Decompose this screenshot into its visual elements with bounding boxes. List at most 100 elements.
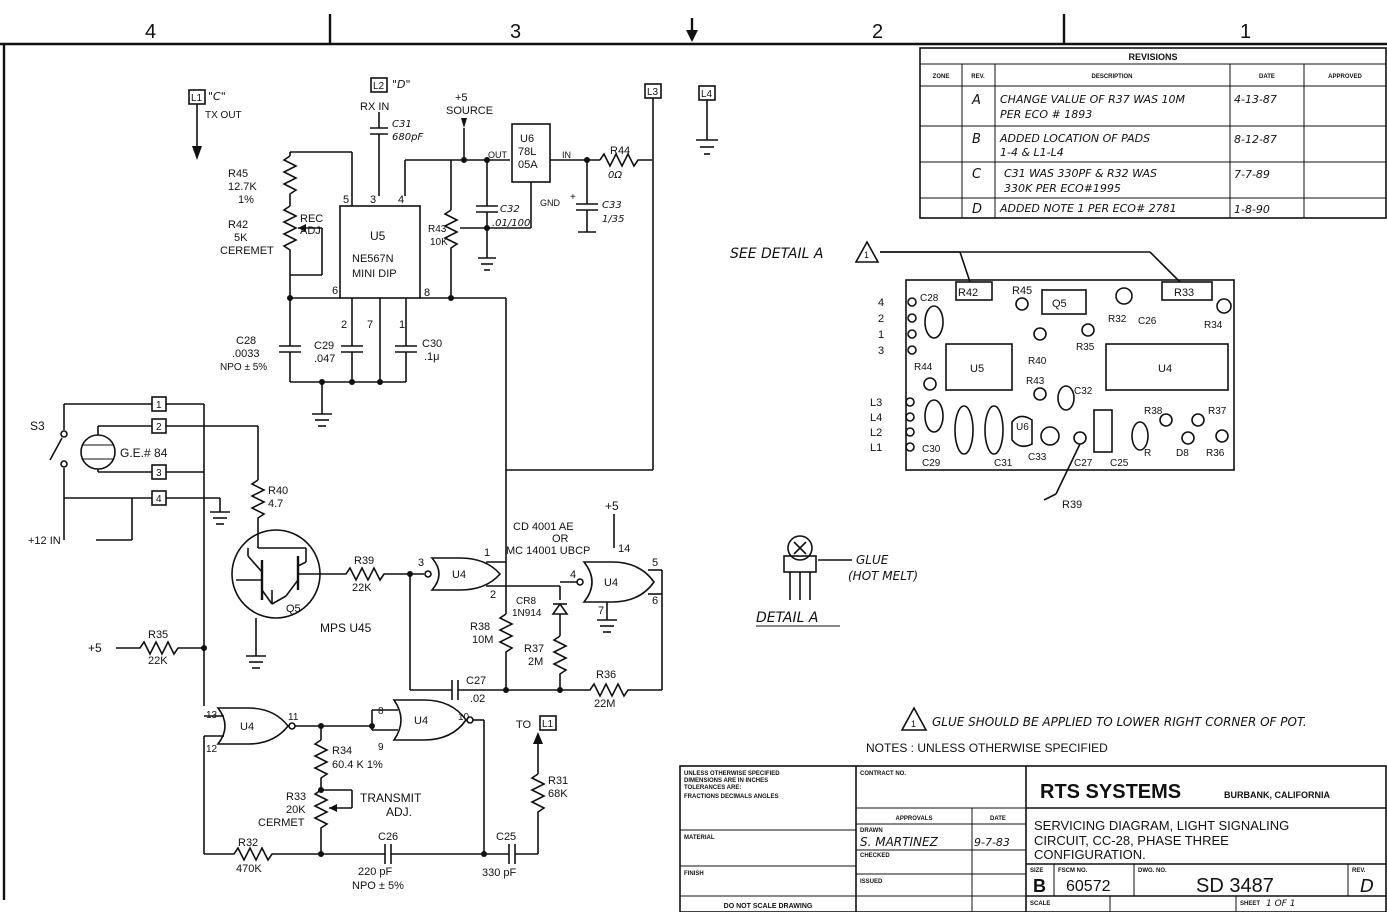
c27: C27 .02 <box>451 675 560 705</box>
pad-label-l4: L4 <box>870 412 882 424</box>
r34-value: 60.4 K 1% <box>332 759 383 771</box>
part-r36: R36 <box>1206 448 1225 459</box>
part-r34: R34 <box>1204 320 1223 331</box>
g4-label: U4 <box>414 715 428 727</box>
rev-c-letter: C <box>972 167 982 182</box>
company-name: RTS SYSTEMS <box>1040 781 1181 803</box>
u5-type2: MINI DIP <box>352 268 397 280</box>
l4-box-label: L4 <box>701 89 713 100</box>
r35-label: R35 <box>148 629 168 641</box>
r42-type: CEREMET <box>220 245 274 257</box>
c33: + C33 1/35 <box>570 160 624 233</box>
cd4001-2: OR <box>552 533 569 545</box>
u5-pin4: 4 <box>398 194 404 206</box>
c31-label: C31 <box>392 119 412 130</box>
r31-value: 68K <box>548 788 568 800</box>
c27-value: .02 <box>470 693 485 705</box>
approvals-date-header: DATE <box>990 816 1006 822</box>
r38: R38 10M <box>470 560 514 693</box>
rev-header-date: DATE <box>1259 74 1275 80</box>
scale-label: SCALE <box>1030 901 1050 907</box>
u5-type1: NE567N <box>352 253 394 265</box>
g2-pin14: 14 <box>618 543 630 555</box>
part-u4: U4 <box>1158 363 1172 375</box>
see-detail-a: SEE DETAIL A <box>730 246 823 262</box>
transmit-adj: ADJ. <box>386 805 412 819</box>
u5-pin8: 8 <box>424 287 430 299</box>
c29-label: C29 <box>314 340 334 352</box>
pad-label-2: 2 <box>878 313 884 325</box>
c28: C28 .0033 NPO ± 5% <box>220 298 301 382</box>
r35-value: 22K <box>148 655 168 667</box>
part-r: R <box>1144 448 1151 459</box>
part-r32: R32 <box>1108 314 1127 325</box>
g3-pin11: 11 <box>288 712 299 723</box>
c29-value: .047 <box>314 353 335 365</box>
drawn-label: DRAWN <box>860 828 883 834</box>
tol-line-4: FRACTIONS DECIMALS ANGLES <box>684 794 778 800</box>
u4-gate-a: 3 U4 1 2 <box>418 547 561 601</box>
g1-pin1: 1 <box>484 547 490 559</box>
see-detail-flag: 1 <box>864 250 869 260</box>
r44: R44 0Ω <box>584 145 652 181</box>
r34: R34 60.4 K 1% <box>313 726 383 790</box>
fscm-label: FSCM NO. <box>1058 868 1088 874</box>
cr8-label: CR8 <box>516 596 536 607</box>
r33-type: CERMET <box>258 817 305 829</box>
rev-c-date: 7-7-89 <box>1234 168 1270 181</box>
glue-label: GLUE <box>856 553 889 567</box>
u6-type2: 05A <box>518 159 538 171</box>
r33-label: R33 <box>286 791 306 803</box>
r31-label: R31 <box>548 775 568 787</box>
to-l1-box: L1 <box>542 719 554 730</box>
plus5-r35: +5 <box>88 641 102 655</box>
l3-box-label: L3 <box>647 87 659 98</box>
part-c33: C33 <box>1028 452 1047 463</box>
g2-pin5: 5 <box>652 557 658 569</box>
c26-tol: NPO ± 5% <box>352 880 404 892</box>
revisions-table: REVISIONS ZONE REV. DESCRIPTION DATE APP… <box>919 47 1387 219</box>
r45-tol: 1% <box>238 194 254 206</box>
c26-label: C26 <box>378 831 398 843</box>
r42-label: R42 <box>228 219 248 231</box>
c33-plus: + <box>570 192 576 203</box>
rev-d-letter: D <box>972 202 982 217</box>
connector-l4: L4 <box>696 85 718 155</box>
c30-label: C30 <box>422 338 442 350</box>
c30: C30 .1μ <box>395 320 442 382</box>
rev-header-zone: ZONE <box>933 74 950 80</box>
pad-label-l3: L3 <box>870 397 882 409</box>
r37-value: 2M <box>528 656 543 668</box>
r38-value: 10M <box>472 634 493 646</box>
c32-label: C32 <box>500 204 520 215</box>
g1-pin3: 3 <box>418 557 424 569</box>
note-flag: 1 <box>911 719 916 729</box>
do-not-scale: DO NOT SCALE DRAWING <box>724 903 813 910</box>
part-r40: R40 <box>1028 356 1047 367</box>
sheet-label: SHEET <box>1240 901 1260 907</box>
part-c25: C25 <box>1110 458 1129 469</box>
rev-a-desc2: PER ECO # 1893 <box>1000 108 1092 121</box>
to-l1: TO L1 <box>516 715 557 774</box>
c28-value: .0033 <box>232 348 260 360</box>
finish-label: FINISH <box>684 871 704 877</box>
q5-type: MPS U45 <box>320 621 372 635</box>
r39-label: R39 <box>354 555 374 567</box>
g1-label: U4 <box>452 569 466 581</box>
l1-box-label: L1 <box>191 93 203 104</box>
part-u5: U5 <box>970 363 984 375</box>
u5-pin3: 3 <box>370 194 376 206</box>
u5-ground-bus <box>290 379 406 427</box>
plus12-in: +12 IN <box>28 535 61 547</box>
drawn-by: S. MARTINEZ <box>860 835 939 849</box>
contract-label: CONTRACT NO. <box>860 771 906 777</box>
zone-3: 3 <box>510 21 521 43</box>
connector-l3: L3 <box>506 83 662 471</box>
r45-label: R45 <box>228 168 248 180</box>
note-1: GLUE SHOULD BE APPLIED TO LOWER RIGHT CO… <box>932 715 1307 729</box>
r32: R32 470K <box>204 837 321 875</box>
u5-label: U5 <box>370 229 386 243</box>
r39: R39 22K <box>320 555 452 691</box>
size-value: B <box>1033 876 1046 896</box>
